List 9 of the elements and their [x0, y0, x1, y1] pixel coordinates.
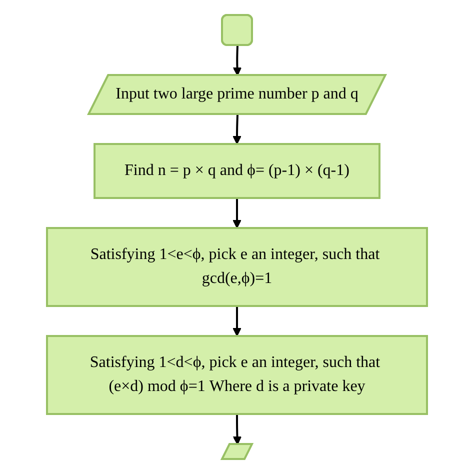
node-parallelogram	[220, 443, 254, 460]
node-box: Find n = p × q and ϕ= (p-1) × (q-1)	[94, 143, 380, 199]
arrow	[232, 306, 242, 336]
arrow	[232, 198, 242, 228]
arrow	[232, 414, 242, 445]
node-box: Satisfying 1<d<ϕ, pick e an integer, such that (e×d) mod ϕ=1 Where d is a private key	[46, 335, 428, 415]
node-box: Satisfying 1<e<ϕ, pick e an integer, such that gcd(e,ϕ)=1	[46, 227, 428, 307]
arrow	[232, 45, 242, 76]
arrow	[232, 114, 242, 144]
